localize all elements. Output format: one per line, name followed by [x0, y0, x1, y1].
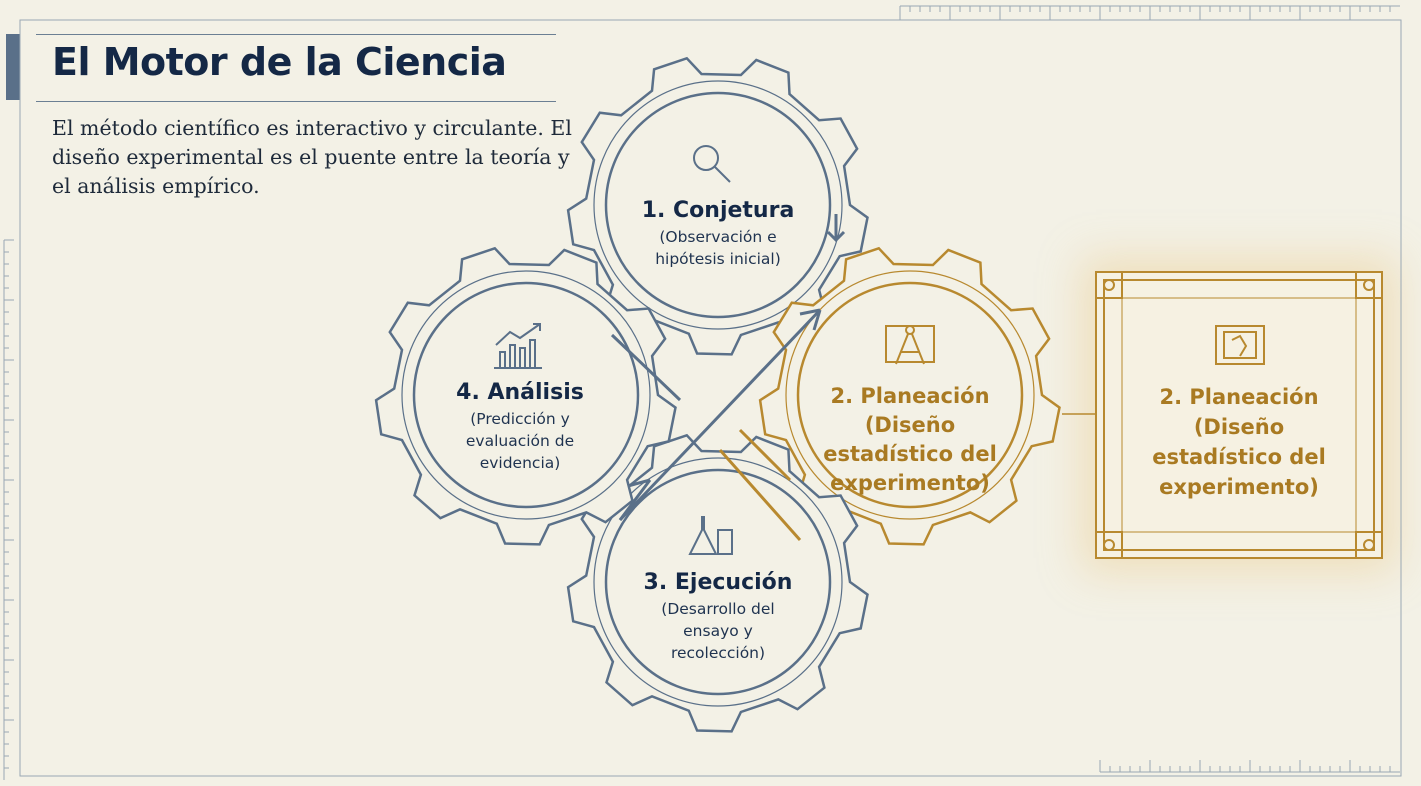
cycle-arrow	[618, 308, 822, 522]
lab-flask-icon	[688, 516, 733, 555]
step-conjetura: 1. Conjetura (Observación e hipótesis in…	[598, 196, 838, 270]
cycle-arrow	[610, 333, 682, 402]
step-heading: 1. Conjetura	[641, 198, 795, 223]
page-subtitle: El método científico es interactivo y ci…	[52, 116, 572, 198]
step-ejecucion: 3. Ejecución (Desarrollo del ensayo y re…	[598, 568, 838, 664]
highlight-frame	[1095, 271, 1383, 559]
gear-analisis	[374, 246, 677, 546]
step-planeacion: 2. Planeación (Diseño estadístico del ex…	[800, 382, 1020, 498]
gear-conjetura	[566, 56, 869, 356]
highlight-card: 2. Planeación (Diseño estadístico del ex…	[1096, 382, 1382, 502]
gear-planeacion	[758, 246, 1061, 546]
cycle-arrow	[799, 308, 822, 331]
bar-chart-icon	[494, 323, 542, 369]
step-analisis: 4. Análisis (Predicción y evaluación de …	[410, 378, 630, 474]
blueprint-border	[19, 19, 1402, 777]
title-accent-bar	[6, 34, 20, 100]
step-description: (Diseño estadístico del experimento)	[823, 413, 997, 495]
highlight-heading: 2. Planeación	[1159, 385, 1319, 409]
magnifier-icon	[693, 145, 731, 183]
highlight-description: (Diseño estadístico del experimento)	[1152, 415, 1326, 499]
blueprint-icon	[1215, 325, 1265, 365]
cycle-arrow	[718, 449, 802, 541]
step-description: (Observación e hipótesis inicial)	[655, 228, 781, 268]
page-title: El Motor de la Ciencia	[52, 40, 507, 84]
cycle-arrow	[618, 478, 652, 521]
step-description: (Desarrollo del ensayo y recolección)	[661, 600, 775, 662]
step-heading: 3. Ejecución	[643, 570, 793, 595]
drafting-compass-icon	[885, 325, 935, 365]
cycle-arrow	[826, 214, 846, 243]
gear-ejecucion	[566, 433, 869, 733]
title-frame	[36, 34, 556, 102]
cycle-arrow	[738, 428, 792, 482]
highlight-glow	[1096, 272, 1382, 558]
step-heading: 2. Planeación	[830, 384, 990, 408]
step-description: (Predicción y evaluación de evidencia)	[465, 410, 575, 472]
step-heading: 4. Análisis	[456, 380, 584, 405]
